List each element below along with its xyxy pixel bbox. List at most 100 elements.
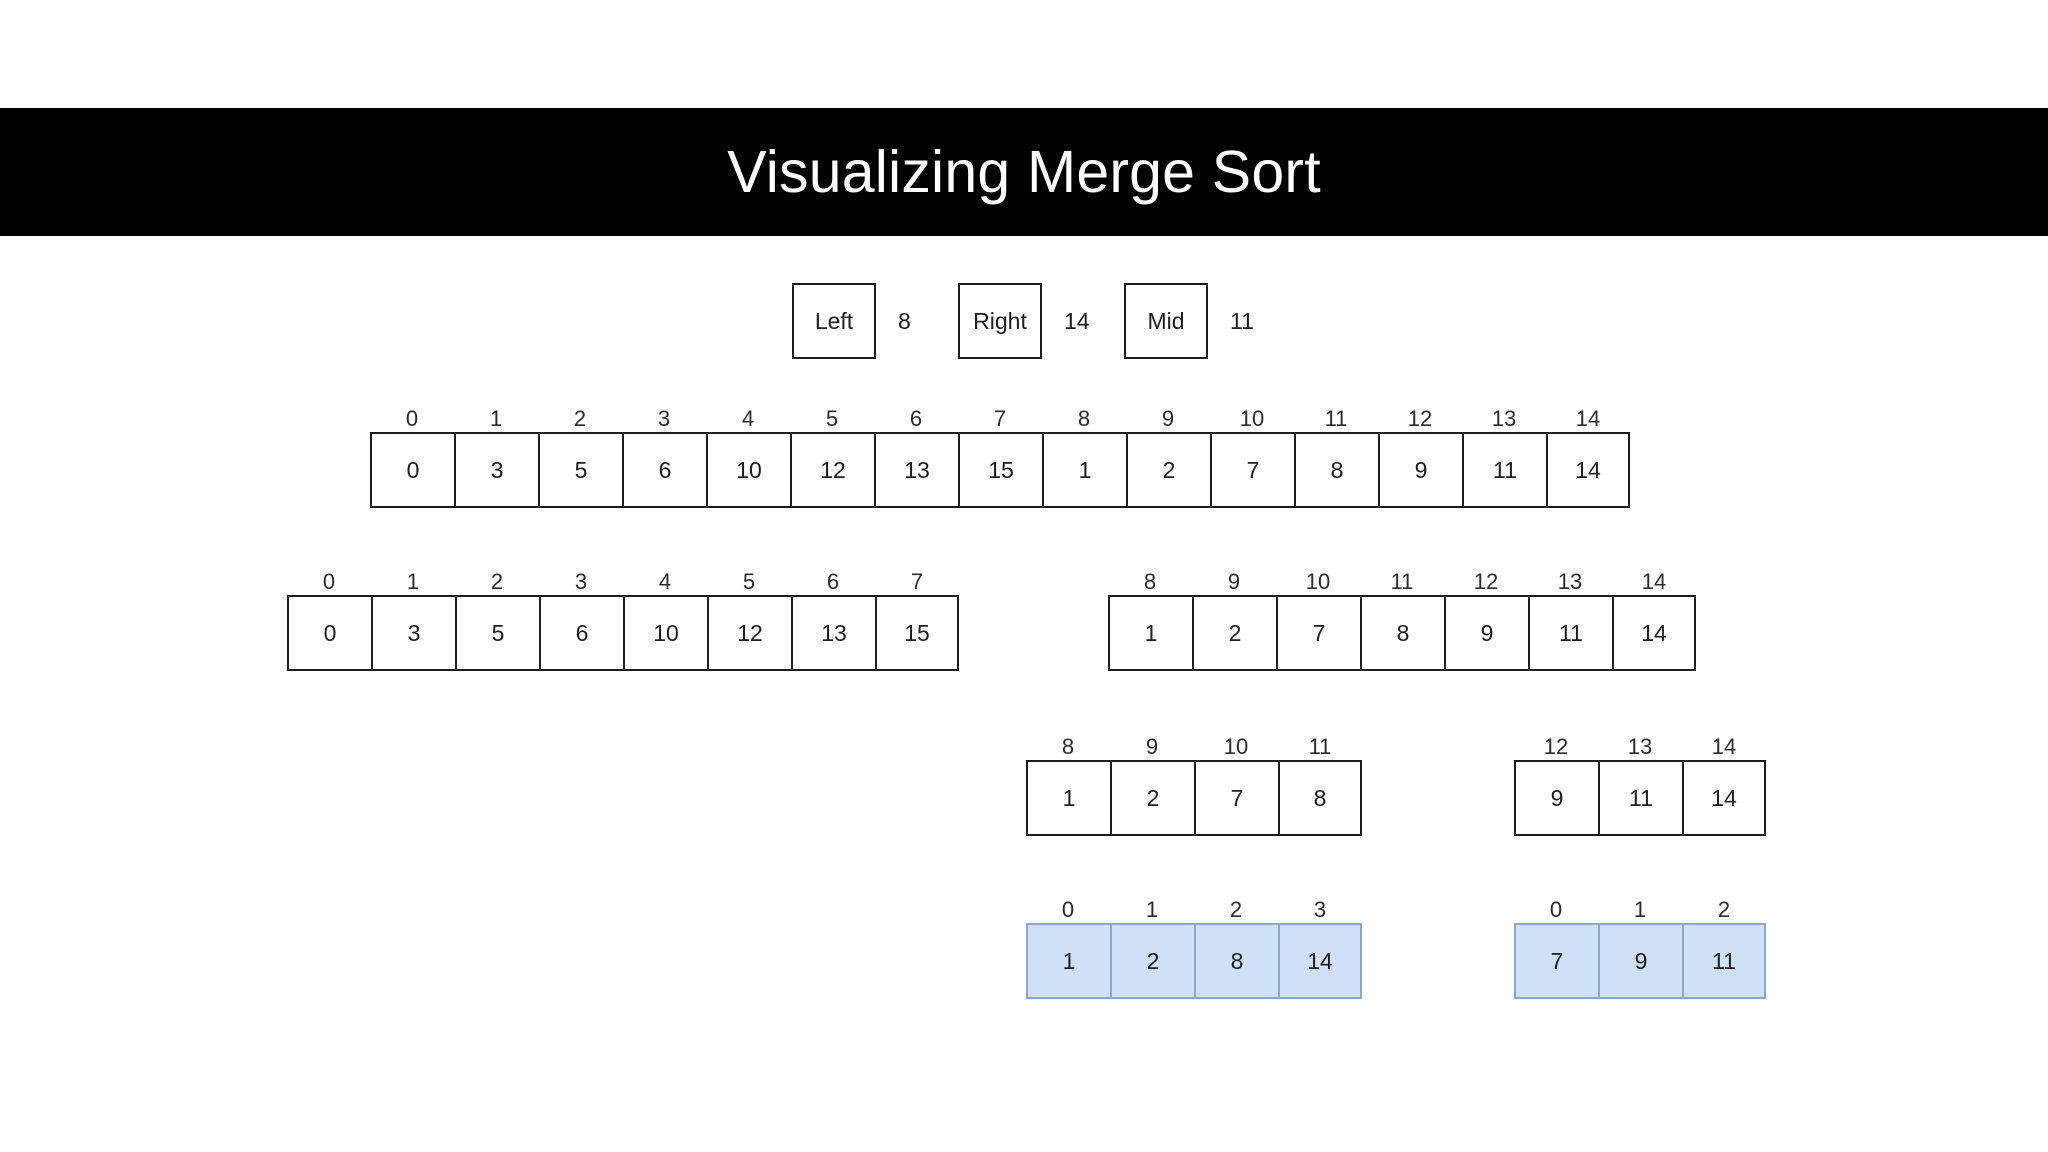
array-cell[interactable]: 1 — [1042, 432, 1126, 508]
index-label: 7 — [910, 569, 924, 594]
array-cell[interactable]: 1 — [1108, 595, 1192, 671]
index-label: 5 — [825, 406, 839, 431]
array-cell[interactable]: 9 — [1378, 432, 1462, 508]
array-cell[interactable]: 14 — [1612, 595, 1696, 671]
array-cell[interactable]: 7 — [1194, 760, 1278, 836]
array-cell[interactable]: 15 — [958, 432, 1042, 508]
array-cell[interactable]: 3 — [371, 595, 455, 671]
index-label: 0 — [1549, 897, 1563, 922]
array-cell[interactable]: 2 — [1192, 595, 1276, 671]
array-cell[interactable]: 9 — [1514, 760, 1598, 836]
page-title: Visualizing Merge Sort — [727, 138, 1321, 205]
array-cell[interactable]: 8 — [1294, 432, 1378, 508]
index-label: 0 — [405, 406, 419, 431]
index-label: 1 — [1145, 897, 1159, 922]
array-cell[interactable]: 7 — [1276, 595, 1360, 671]
array-cell[interactable]: 1 — [1026, 923, 1110, 999]
array-cell[interactable]: 5 — [455, 595, 539, 671]
variable-right-value: 14 — [1064, 307, 1090, 334]
array-cell[interactable]: 10 — [623, 595, 707, 671]
index-label: 8 — [1061, 734, 1075, 759]
index-label: 2 — [573, 406, 587, 431]
array-cell[interactable]: 9 — [1444, 595, 1528, 671]
index-label: 13 — [1627, 734, 1653, 759]
variable-mid-value: 11 — [1230, 307, 1254, 334]
variable-mid-label: Mid — [1147, 307, 1185, 334]
index-label: 10 — [1305, 569, 1331, 594]
index-label: 2 — [1229, 897, 1243, 922]
array-cell[interactable]: 6 — [622, 432, 706, 508]
index-label: 14 — [1575, 406, 1601, 431]
array-cell[interactable]: 0 — [287, 595, 371, 671]
index-label: 6 — [909, 406, 923, 431]
index-label: 1 — [406, 569, 420, 594]
array-cell[interactable]: 14 — [1546, 432, 1630, 508]
variable-left-label: Left — [814, 307, 854, 334]
index-label: 0 — [322, 569, 336, 594]
index-label: 10 — [1223, 734, 1249, 759]
variable-mid-box: Mid — [1124, 283, 1208, 359]
array-cell[interactable]: 11 — [1682, 923, 1766, 999]
array-cell[interactable]: 8 — [1360, 595, 1444, 671]
array-cell[interactable]: 14 — [1682, 760, 1766, 836]
index-label-row: 0 1 2 3 — [1026, 889, 1362, 923]
index-label: 0 — [1061, 897, 1075, 922]
index-label: 12 — [1543, 734, 1569, 759]
index-label: 3 — [1313, 897, 1327, 922]
array-cell[interactable]: 10 — [706, 432, 790, 508]
index-label: 7 — [993, 406, 1007, 431]
array-cell[interactable]: 2 — [1126, 432, 1210, 508]
array-cell[interactable]: 11 — [1462, 432, 1546, 508]
index-label: 8 — [1077, 406, 1091, 431]
index-label: 6 — [826, 569, 840, 594]
array-cell[interactable]: 9 — [1598, 923, 1682, 999]
index-label: 1 — [489, 406, 503, 431]
array-cell[interactable]: 2 — [1110, 923, 1194, 999]
index-label: 11 — [1308, 734, 1332, 759]
index-label: 5 — [742, 569, 756, 594]
index-label: 12 — [1407, 406, 1433, 431]
array-cell[interactable]: 7 — [1514, 923, 1598, 999]
array-cell[interactable]: 12 — [790, 432, 874, 508]
variable-right-label: Right — [973, 307, 1027, 334]
array-cell[interactable]: 6 — [539, 595, 623, 671]
array-cell[interactable]: 13 — [791, 595, 875, 671]
array-cell[interactable]: 14 — [1278, 923, 1362, 999]
array-cell[interactable]: 13 — [874, 432, 958, 508]
index-label: 13 — [1557, 569, 1583, 594]
index-label: 2 — [1717, 897, 1731, 922]
array-cell[interactable]: 2 — [1110, 760, 1194, 836]
array-cell[interactable]: 1 — [1026, 760, 1110, 836]
array-cell[interactable]: 0 — [370, 432, 454, 508]
variable-right: Right 14 — [958, 283, 1090, 359]
array-cell[interactable]: 11 — [1528, 595, 1612, 671]
array-cell[interactable]: 8 — [1278, 760, 1362, 836]
index-label: 4 — [741, 406, 755, 431]
array-cell[interactable]: 5 — [538, 432, 622, 508]
array-cell[interactable]: 12 — [707, 595, 791, 671]
array-cell[interactable]: 7 — [1210, 432, 1294, 508]
array-cell[interactable]: 3 — [454, 432, 538, 508]
array-cell[interactable]: 11 — [1598, 760, 1682, 836]
variable-left-value: 8 — [898, 307, 911, 334]
index-label: 12 — [1473, 569, 1499, 594]
variable-left: Left 8 — [792, 283, 924, 359]
array-cell[interactable]: 8 — [1194, 923, 1278, 999]
array-cell[interactable]: 15 — [875, 595, 959, 671]
index-label: 8 — [1143, 569, 1157, 594]
